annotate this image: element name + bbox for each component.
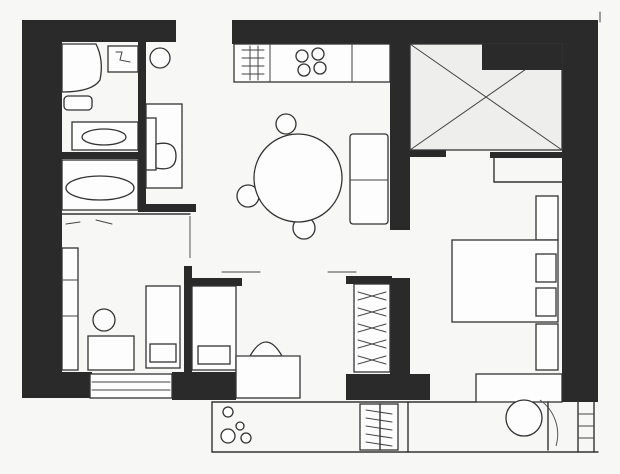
pillow-1 [535, 253, 557, 283]
wall-closet-top [184, 278, 242, 286]
wall-bottom-left [22, 372, 92, 398]
pillow-2 [535, 287, 557, 317]
nightstand-bottom [535, 323, 559, 371]
sink-bowl [81, 128, 127, 146]
wall-top-left [22, 20, 176, 42]
faucet-icon [63, 95, 93, 111]
ladder-shelf [577, 401, 595, 453]
desk [87, 335, 135, 371]
wall-shelf [61, 247, 79, 371]
stove-burners-icon [295, 47, 327, 77]
kids-room [61, 213, 191, 399]
wall-bottom-mid [172, 372, 236, 400]
bedroom-cabinet [475, 373, 563, 403]
toilet-cistern [145, 117, 157, 171]
shower-tray [61, 43, 102, 93]
wall-bath-bottom [138, 204, 196, 212]
balcony-wall-overlay [482, 44, 562, 70]
washing-machine [107, 45, 139, 73]
dish-rack-icon [241, 45, 265, 81]
bed-pillow [149, 343, 177, 363]
plant-pots-icon [220, 406, 252, 444]
round-fixture-icon [149, 47, 171, 69]
wall-bath-divider [62, 152, 144, 159]
bedroom [451, 157, 595, 453]
door-swing-arc [539, 399, 559, 447]
loggia [211, 401, 599, 453]
stool [92, 308, 116, 332]
hall-cabinet [235, 355, 301, 399]
armchair [505, 399, 543, 437]
toilet-bowl [155, 142, 177, 170]
dining-table [253, 133, 343, 223]
walls [22, 20, 598, 402]
round-seat [248, 341, 284, 357]
closet-shelf [197, 345, 231, 365]
hangers-icon [357, 291, 387, 365]
wall-right-outer [562, 20, 598, 402]
wall-left-outer [22, 20, 62, 398]
wall-central-upper [390, 20, 410, 230]
washing-machine-mark [115, 51, 131, 63]
kitchen-living [221, 43, 391, 373]
wall-bath-right [138, 42, 146, 210]
balcony [409, 43, 563, 151]
sofa [349, 133, 389, 225]
nightstand-top [535, 195, 559, 241]
wall-bedroom-stub-right [490, 152, 562, 158]
rail-marks [65, 219, 113, 225]
wall-bottom-center [346, 374, 430, 400]
wall-central-lower [390, 278, 410, 400]
bathroom [61, 43, 191, 258]
chair-top [275, 113, 297, 135]
loggia-storage [359, 403, 399, 451]
wall-top-right [232, 20, 597, 44]
wall-bedroom-stub-left [410, 150, 446, 157]
entrance-steps [89, 373, 173, 399]
wall-wardrobe-top [346, 276, 392, 284]
bathtub-basin [65, 175, 135, 201]
closet-hall [191, 285, 301, 399]
wall-closet-left [184, 266, 192, 372]
